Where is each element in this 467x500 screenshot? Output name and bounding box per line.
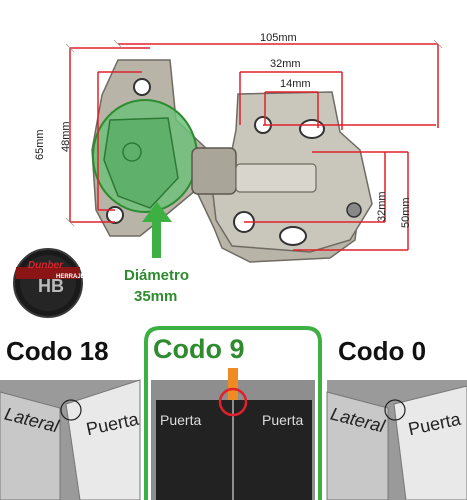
logo-mid-text: HB xyxy=(38,276,64,296)
codo-9-right-door xyxy=(234,400,312,500)
codo-0-title: Codo 0 xyxy=(338,336,427,366)
cup-logo xyxy=(122,142,142,162)
dimension-lines xyxy=(69,43,439,251)
codo-18-lateral-panel xyxy=(0,391,61,500)
diametro-label: Diámetro xyxy=(124,267,190,284)
hole-bottom-arm xyxy=(106,206,124,224)
dim-105-label: 105mm xyxy=(260,32,297,44)
codo-18-pivot-marker xyxy=(60,399,82,421)
codo-18-title: Codo 18 xyxy=(6,336,109,366)
cup-insert xyxy=(103,117,179,209)
dim-14-label: 14mm xyxy=(280,78,311,90)
codo-9-pivot-marker xyxy=(218,387,248,417)
codo-0-lateral-panel xyxy=(326,391,389,500)
codo-0-puerta-panel xyxy=(393,385,467,500)
dim-32-h-label: 32mm xyxy=(270,58,301,70)
dim-65-label: 65mm xyxy=(34,129,46,160)
codo-18-puerta-panel xyxy=(65,379,141,500)
dim-48-label: 48mm xyxy=(60,121,72,152)
hole-plate-4 xyxy=(279,226,307,246)
adjust-screw xyxy=(346,202,362,218)
codo-9-left-puerta-label: Puerta xyxy=(160,412,202,428)
hole-plate-2 xyxy=(299,119,325,139)
codo-9-frame xyxy=(144,326,322,500)
hole-top-arm xyxy=(133,78,151,96)
codo-9-title: Codo 9 xyxy=(153,334,245,364)
tick-marks xyxy=(65,39,443,227)
codo-0-pivot-marker xyxy=(384,399,406,421)
dim-32-v-label: 32mm xyxy=(376,191,388,222)
adjust-bar xyxy=(235,163,317,193)
brand-logo xyxy=(13,248,83,318)
logo-top-text: Dunber xyxy=(28,260,63,271)
logo-sub-text: HERRAJES xyxy=(56,274,89,280)
dim-50-label: 50mm xyxy=(400,197,412,228)
diametro-value: 35mm xyxy=(134,288,178,305)
codo-9-left-door xyxy=(156,400,232,500)
codo-9-right-puerta-label: Puerta xyxy=(262,412,304,428)
hinge-knuckle xyxy=(191,147,237,195)
codo-9-side-panel xyxy=(228,368,238,400)
arrow-up-icon xyxy=(142,202,172,258)
